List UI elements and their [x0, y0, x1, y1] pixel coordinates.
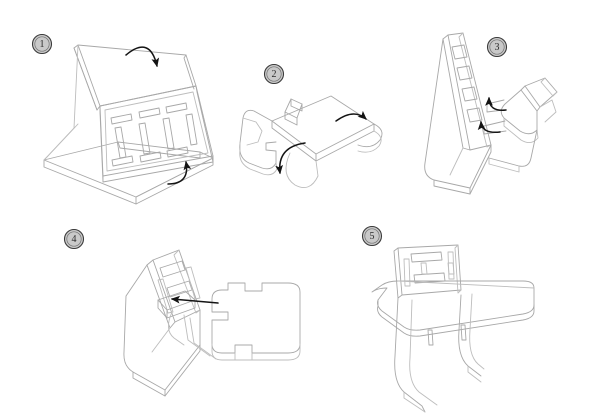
step-1-badge[interactable]: 1: [31, 33, 53, 55]
step-4-illustration: [123, 249, 301, 397]
step-2-leg-panel: [239, 95, 383, 188]
step-3-illustration: [424, 32, 558, 195]
step-1-arrow-seat-base: [167, 160, 192, 185]
step-3-arrow-upper-tenon: [485, 96, 507, 111]
step-1-upper-flap: [43, 44, 197, 161]
step-2-badge[interactable]: 2: [263, 63, 285, 85]
step-1-arrow-fold-down: [125, 46, 160, 68]
step-5-backrest: [393, 244, 462, 299]
step-1-backrest-panel: [99, 85, 214, 183]
step-3-leg-piece: [483, 77, 558, 173]
step-5-legs: [394, 293, 485, 413]
step-4-tabletop: [211, 282, 301, 361]
step-1-illustration: [43, 44, 214, 205]
step-5-illustration: [371, 244, 535, 413]
step-2-illustration: [239, 95, 383, 188]
step-5-badge[interactable]: 5: [361, 225, 383, 247]
step-2-arrow-rotate-left: [275, 142, 306, 175]
step-3-badge[interactable]: 3: [486, 36, 508, 58]
step-2-arrow-rotate-right: [335, 110, 367, 122]
step-4-upright-assembly: [123, 249, 217, 397]
step-4-arrow-slide-in: [170, 295, 219, 304]
step-4-badge[interactable]: 4: [63, 228, 85, 250]
step-3-arrow-lower-tenon: [477, 120, 501, 134]
step-3-upright-panel: [424, 32, 492, 195]
step-badges: 1 2 3 4 5: [31, 33, 508, 250]
